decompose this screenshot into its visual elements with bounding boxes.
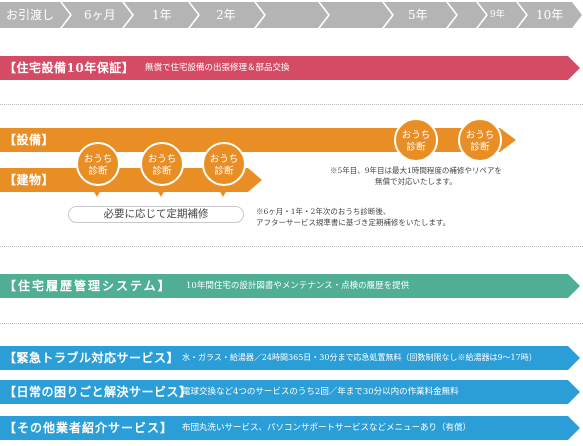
diagnosis-line2: 診断 [152,166,172,177]
repair-down-arrows [93,190,227,197]
building-arrow [0,168,262,192]
diagnosis-line2: 診断 [406,142,426,153]
chevron-1year [124,2,198,28]
diagnosis-line2: 診断 [88,166,108,177]
note-periodic-line2: アフターサービス規準書に基づき定期補修をいたします。 [256,218,451,227]
chevron-3years [256,2,328,28]
diagnosis-line1: おうち [465,130,495,141]
inspection-section: 【設備】 【建物】 おうち 診断 おうち 診断 おうち 診断 おうち 診断 おう… [0,118,583,228]
equipment-arrow [0,128,516,152]
chevron-handover [0,2,70,28]
diagnosis-line1: おうち [147,154,177,165]
tick-2years: 2年 [216,8,236,22]
divider [0,246,583,247]
building-label: 【建物】 [4,173,55,187]
timeline-chevrons [0,2,582,28]
service-desc: 電球交換など4つのサービスのうち2回／年まで30分以内の作業料金無料 [182,387,459,397]
note-periodic: ※6ヶ月・1年・2年次のおうち診断後、 アフターサービス規準書に基づき定期補修を… [256,206,450,228]
chevron-6-8years [448,2,486,28]
note-5-9years-line1: ※5年目、9年目は最大1時間程度の補修やリペアを [330,166,502,175]
chevron-2years [190,2,264,28]
service-label: 【日常の困りごと解決サービス】 [4,385,192,399]
chevron-9years [478,2,526,28]
warranty-label: 【住宅設備10年保証】 [4,61,135,75]
tick-handover: お引渡し [6,8,55,22]
diagnosis-line2: 診断 [470,142,490,153]
warranty-band: 【住宅設備10年保証】 無償で住宅設備の出張修理＆部品交換 [0,56,583,80]
divider [0,323,583,324]
tick-9years: 9年 [490,10,505,20]
diagnosis-6months: おうち 診断 [76,142,120,186]
inspection-arrows [0,128,516,192]
diagnosis-line1: おうち [209,154,239,165]
service-arrow [0,346,580,370]
chevron-5years [384,2,456,28]
diagnosis-line1: おうち [83,154,113,165]
service-emergency: 【緊急トラブル対応サービス】 水・ガラス・給湯器／24時間365日・30分まで応… [0,346,583,370]
service-arrow [0,416,580,440]
diagnosis-1year: おうち 診断 [140,142,184,186]
history-label: 【住宅履歴管理システム】 [4,279,172,293]
tick-6months: 6ヶ月 [84,8,116,22]
diagnosis-line1: おうち [401,130,431,141]
diagnosis-line2: 診断 [214,166,234,177]
history-band: 【住宅履歴管理システム】 10年間住宅の設計図書やメンテナンス・点検の履歴を提供 [0,274,583,298]
chevron-4years [320,2,392,28]
diagnosis-2years: おうち 診断 [202,142,246,186]
service-arrow [0,380,580,404]
down-arrow-icon [93,190,101,197]
chevron-10years [518,2,582,28]
history-arrow [0,274,580,298]
service-desc: 水・ガラス・給湯器／24時間365日・30分まで応急処置無料（回数制限なし※給湯… [182,353,537,362]
equipment-label: 【設備】 [4,133,55,147]
diagnosis-9years: おうち 診断 [458,118,502,162]
chevron-6months [62,2,132,28]
diagnosis-5years: おうち 診断 [394,118,438,162]
warranty-arrow [0,56,580,80]
note-5-9years-line2: 無償で対応いたします。 [375,177,457,186]
timeline: お引渡し 6ヶ月 1年 2年 5年 9年 10年 [0,0,583,30]
divider [0,104,583,105]
history-desc: 10年間住宅の設計図書やメンテナンス・点検の履歴を提供 [186,281,410,291]
service-label: 【その他業者紹介サービス】 [4,421,174,435]
service-label: 【緊急トラブル対応サービス】 [4,351,180,365]
service-desc: 布団丸洗いサービス、パソコンサポートサービスなどメニューあり（有償） [182,423,472,433]
service-daily: 【日常の困りごと解決サービス】 電球交換など4つのサービスのうち2回／年まで30… [0,380,583,404]
tick-5years: 5年 [408,8,428,22]
warranty-desc: 無償で住宅設備の出張修理＆部品交換 [145,63,290,73]
tick-10years: 10年 [536,8,564,22]
note-periodic-line1: ※6ヶ月・1年・2年次のおうち診断後、 [256,207,391,216]
down-arrow-icon [219,190,227,197]
down-arrow-icon [157,190,165,197]
tick-1year: 1年 [152,8,172,22]
service-referral: 【その他業者紹介サービス】 布団丸洗いサービス、パソコンサポートサービスなどメニ… [0,416,583,440]
repair-pill: 必要に応じて定期補修 [68,206,244,223]
note-5-9years: ※5年目、9年目は最大1時間程度の補修やリペアを 無償で対応いたします。 [330,165,502,187]
